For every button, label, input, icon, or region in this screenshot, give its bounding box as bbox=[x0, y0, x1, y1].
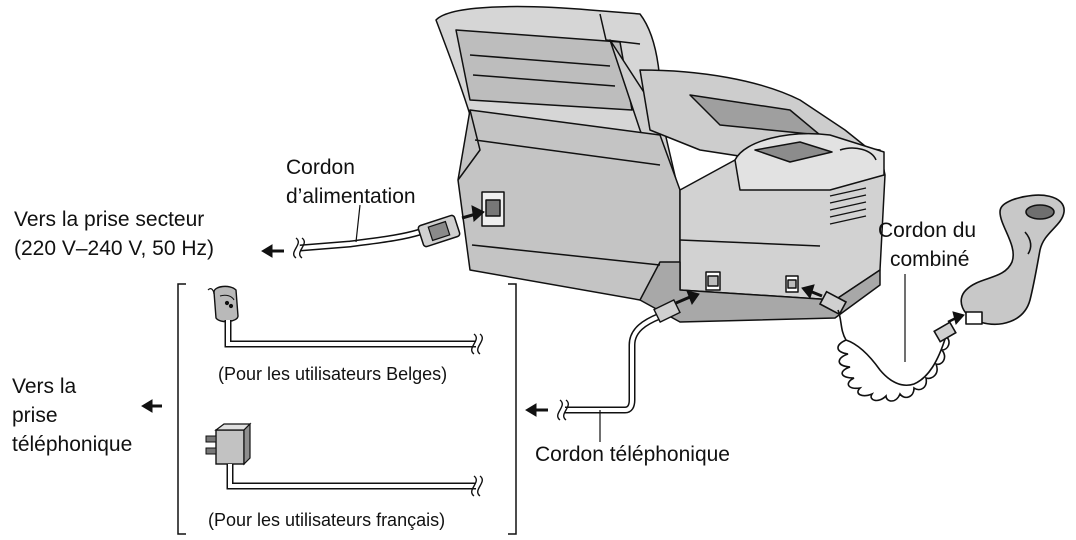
telephone-cord bbox=[557, 298, 681, 421]
power-cord-label: Cordon d’alimentation bbox=[286, 153, 416, 211]
french-users-caption: (Pour les utilisateurs français) bbox=[208, 510, 446, 530]
power-cord-label-line-1: Cordon bbox=[286, 156, 355, 179]
phone-jack-label-line-1: Vers la bbox=[12, 375, 77, 398]
outlet-label: Vers la prise secteur (220 V–240 V, 50 H… bbox=[14, 205, 214, 263]
power-cord-label-line-2: d’alimentation bbox=[286, 185, 416, 208]
belgian-plug bbox=[207, 285, 483, 355]
telephone-cord-label: Cordon téléphonique bbox=[535, 443, 730, 466]
arrows bbox=[141, 205, 965, 417]
handset bbox=[960, 194, 1065, 325]
handset-cord-label-line-1: Cordon du bbox=[878, 219, 977, 242]
fax-machine bbox=[435, 5, 886, 323]
phone-jack-label-line-2: prise bbox=[12, 404, 58, 427]
outlet-label-line-2: (220 V–240 V, 50 Hz) bbox=[14, 237, 215, 260]
belgian-users-caption: (Pour les utilisateurs Belges) bbox=[218, 364, 448, 384]
leader-lines bbox=[355, 204, 906, 442]
handset-cord-label-line-2: combiné bbox=[890, 248, 970, 271]
power-cord bbox=[293, 214, 461, 259]
adapter-bracket bbox=[177, 283, 517, 535]
phone-jack-label: Vers la prise téléphonique bbox=[12, 372, 132, 459]
phone-jack-label-line-3: téléphonique bbox=[12, 433, 133, 456]
french-plug bbox=[205, 422, 483, 497]
handset-coiled-cord bbox=[818, 290, 957, 402]
handset-cord-label: Cordon du combiné bbox=[878, 216, 976, 274]
outlet-label-line-1: Vers la prise secteur bbox=[14, 208, 205, 231]
